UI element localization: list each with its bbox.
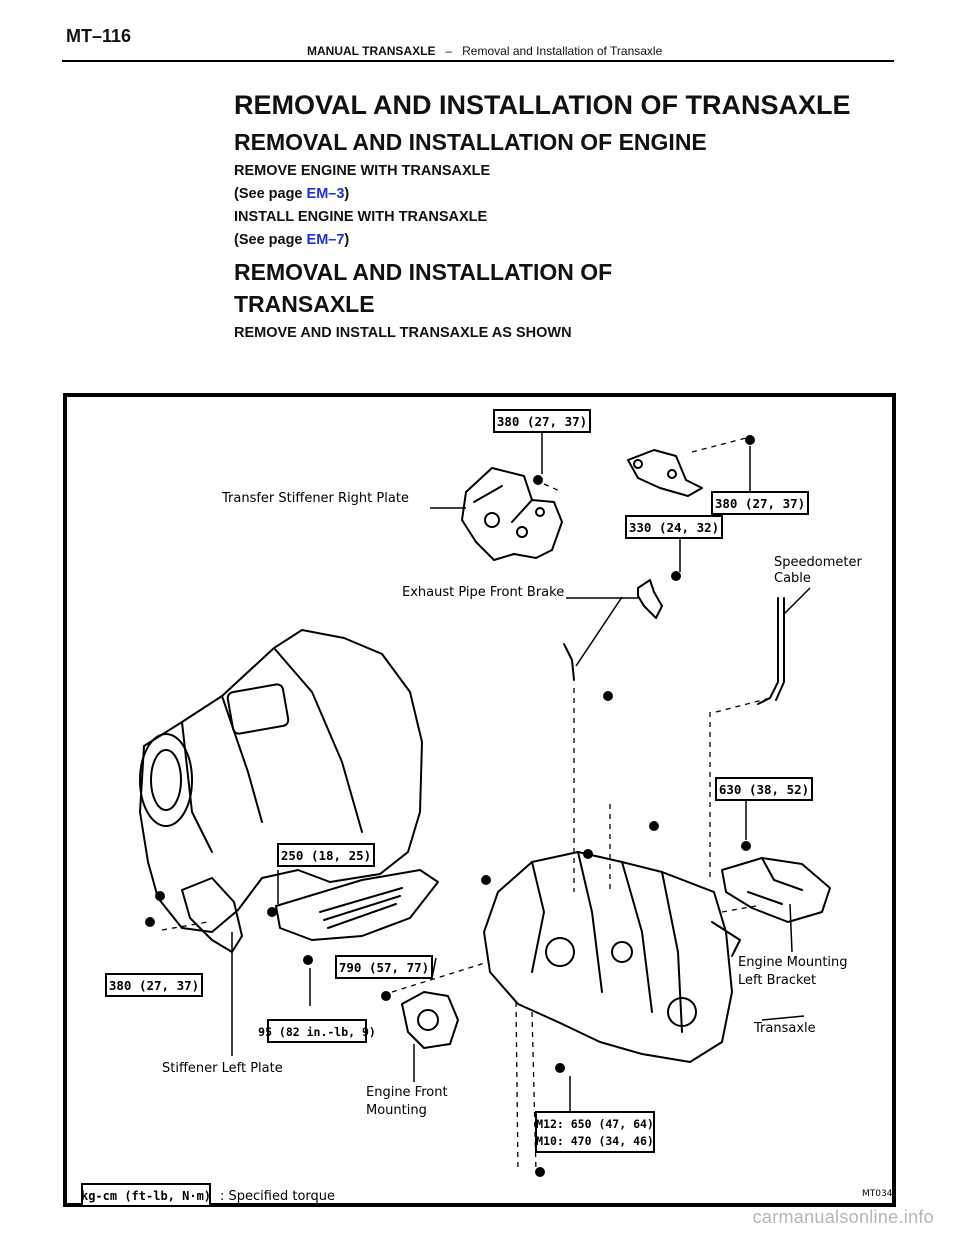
heading-transaxle-line2: TRANSAXLE xyxy=(234,291,375,317)
running-head: MANUAL TRANSAXLE–Removal and Installatio… xyxy=(307,44,662,58)
bolts xyxy=(145,435,755,1177)
torque-callout-t1: 380 (27, 37) xyxy=(493,409,591,433)
leader-lines xyxy=(231,432,811,1112)
upper-bracket-part xyxy=(627,449,703,497)
see-page-em7: (See page EM–7) xyxy=(234,229,914,252)
link-em-3[interactable]: EM–3 xyxy=(306,186,345,202)
torque-value: 630 (38, 52) xyxy=(719,782,809,797)
subsection-title: Removal and Installation of Transaxle xyxy=(462,44,663,58)
torque-callout-t4: 630 (38, 52) xyxy=(715,777,813,801)
torque-callout-t2: 380 (27, 37) xyxy=(711,491,809,515)
torque-callout-t5: 250 (18, 25) xyxy=(277,843,375,867)
transfer-stiffener-right-plate-part xyxy=(461,467,563,561)
heading-engine: REMOVAL AND INSTALLATION OF ENGINE xyxy=(234,129,707,155)
instruction: REMOVE AND INSTALL TRANSAXLE AS SHOWN xyxy=(234,325,572,341)
see-page-em3: (See page EM–3) xyxy=(234,183,914,206)
torque-value-m10: M10: 470 (34, 46) xyxy=(536,1134,654,1148)
torque-value-m12: M12: 650 (47, 64) xyxy=(536,1117,654,1131)
label-transfer-stiffener: Transfer Stiffener Right Plate xyxy=(221,491,409,506)
engine-block-part xyxy=(139,629,423,933)
legend-unit-box: kg-cm (ft-lb, N·m) xyxy=(81,1189,211,1203)
header-rule xyxy=(62,60,894,62)
transaxle-part xyxy=(483,851,741,1063)
torque-legend: kg-cm (ft-lb, N·m) : Specified torque xyxy=(81,1183,335,1207)
label-speedometer-2: Cable xyxy=(774,571,811,586)
torque-value: 380 (27, 37) xyxy=(715,496,805,511)
page-title: REMOVAL AND INSTALLATION OF TRANSAXLE xyxy=(234,90,851,120)
label-transaxle: Transaxle xyxy=(753,1021,816,1036)
torque-callout-t3: 330 (24, 32) xyxy=(625,515,723,539)
label-engine-front-2: Mounting xyxy=(366,1103,427,1118)
see-page-prefix: (See page xyxy=(234,232,307,248)
install-engine-step: INSTALL ENGINE WITH TRANSAXLE xyxy=(234,209,488,225)
label-exhaust-pipe: Exhaust Pipe Front Brake xyxy=(402,585,564,600)
torque-callout-t6: 790 (57, 77) xyxy=(335,955,433,979)
label-engine-front-1: Engine Front xyxy=(366,1085,448,1100)
engine-mounting-left-bracket-part xyxy=(721,857,831,923)
section-title: MANUAL TRANSAXLE xyxy=(307,44,436,58)
exploded-diagram: 380 (27, 37) 380 (27, 37) 330 (24, 32) 6… xyxy=(62,392,897,1208)
torque-value: 95 (82 in.-lb, 9) xyxy=(258,1025,376,1039)
figure-code: MT034 xyxy=(862,1189,893,1199)
sensor-wire xyxy=(563,643,575,681)
torque-value: 380 (27, 37) xyxy=(497,414,587,429)
page-number: MT–116 xyxy=(66,26,132,46)
torque-callout-t8: 95 (82 in.-lb, 9) xyxy=(258,1019,376,1043)
engine-front-mounting-part xyxy=(401,991,459,1049)
speedometer-cable-part xyxy=(757,597,785,705)
torque-callout-t7: 380 (27, 37) xyxy=(105,973,203,997)
torque-callout-t9: M12: 650 (47, 64) M10: 470 (34, 46) xyxy=(535,1111,655,1153)
stiffener-left-plate-part xyxy=(181,869,439,953)
link-em-7[interactable]: EM–7 xyxy=(306,232,345,248)
legend-text: : Specified torque xyxy=(220,1189,335,1204)
exhaust-bracket-part xyxy=(637,579,663,619)
page-header: MT–116 MANUAL TRANSAXLE–Removal and Inst… xyxy=(62,24,894,64)
label-engine-mounting-1: Engine Mounting xyxy=(738,955,848,970)
watermark: carmanualsonline.info xyxy=(752,1207,934,1227)
see-page-prefix: (See page xyxy=(234,186,307,202)
remove-engine-step: REMOVE ENGINE WITH TRANSAXLE xyxy=(234,163,491,179)
torque-value: 330 (24, 32) xyxy=(629,520,719,535)
torque-value: 790 (57, 77) xyxy=(339,960,429,975)
heading-transaxle-line1: REMOVAL AND INSTALLATION OF xyxy=(234,259,613,285)
separator: – xyxy=(445,44,453,58)
torque-value: 380 (27, 37) xyxy=(109,978,199,993)
content: REMOVAL AND INSTALLATION OF TRANSAXLE RE… xyxy=(234,88,914,345)
torque-value: 250 (18, 25) xyxy=(281,848,371,863)
label-speedometer-1: Speedometer xyxy=(774,555,862,570)
label-engine-mounting-2: Left Bracket xyxy=(738,973,816,988)
see-page-suffix: ) xyxy=(344,186,350,202)
see-page-suffix: ) xyxy=(344,232,350,248)
label-stiffener-left: Stiffener Left Plate xyxy=(162,1061,283,1076)
